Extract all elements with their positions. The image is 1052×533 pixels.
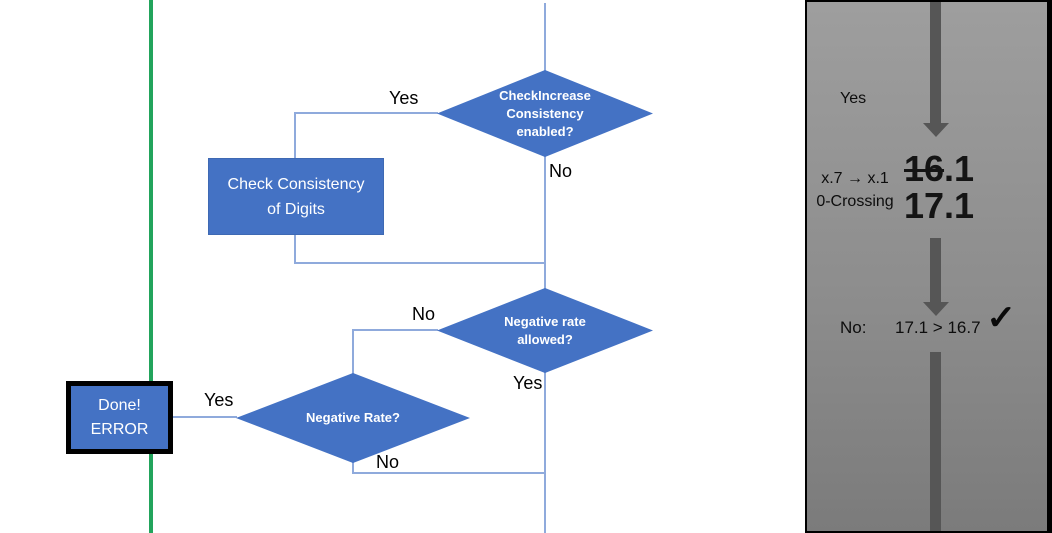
result-comparison-text: 17.1 > 16.7 xyxy=(895,318,981,337)
connector-negallowed-no-h xyxy=(352,329,438,331)
connector-negrate-no-h xyxy=(352,472,546,474)
edge-label-negallowed-yes: Yes xyxy=(513,373,543,393)
result-prefix-label: No: xyxy=(840,318,867,337)
rule-line-2: 0-Crossing xyxy=(816,193,894,210)
edge-label-negrate-yes: Yes xyxy=(204,390,234,410)
decision-negative-rate-allowed-label: Negative rate allowed? xyxy=(504,313,586,347)
edge-label-consistency-no: No xyxy=(549,161,573,181)
process-check-consistency-of-digits: Check Consistency of Digits xyxy=(208,158,384,235)
rule-line-1: x.7 → x.1 xyxy=(821,170,889,187)
decision-checkincrease-consistency-label: CheckIncrease Consistency enabled? xyxy=(499,87,591,139)
connector-negrate-yes-h xyxy=(171,416,237,418)
connector-check-return-h xyxy=(294,262,545,264)
decision-checkincrease-consistency: CheckIncrease Consistency enabled? xyxy=(437,70,653,157)
terminal-done-error: Done! ERROR xyxy=(66,381,173,454)
connector-consistency-yes-v xyxy=(294,112,296,158)
decision-negative-rate-allowed: Negative rate allowed? xyxy=(437,288,653,373)
value-new: 17.1 xyxy=(904,185,975,226)
value-correction: 16.1 17.1 xyxy=(904,150,974,224)
connector-negrate-no-v xyxy=(352,461,354,474)
down-arrow-1-head xyxy=(923,123,949,137)
connector-negallowed-no-v xyxy=(352,329,354,374)
value-old-struck: 16 xyxy=(904,148,945,189)
connector-check-return-v xyxy=(294,235,296,263)
connector-main-vertical xyxy=(544,3,546,533)
connector-consistency-yes-h xyxy=(294,112,438,114)
decision-negative-rate: Negative Rate? xyxy=(236,373,470,463)
value-old-rest: .1 xyxy=(944,148,975,189)
down-arrow-1-shaft xyxy=(930,2,941,123)
down-arrow-2-shaft xyxy=(930,238,941,302)
down-arrow-2-head xyxy=(923,302,949,316)
edge-label-consistency-yes: Yes xyxy=(389,88,419,108)
green-divider-line xyxy=(149,0,153,533)
annotation-panel: Yes x.7 → x.1 0-Crossing 16.1 17.1 No: 1… xyxy=(805,0,1052,533)
edge-label-negallowed-no: No xyxy=(412,304,436,324)
terminal-done-error-label: Done! ERROR xyxy=(90,396,149,438)
process-check-consistency-label: Check Consistency of Digits xyxy=(227,175,365,218)
checkmark-icon: ✓ xyxy=(986,299,1017,337)
decision-negative-rate-label: Negative Rate? xyxy=(306,410,400,425)
edge-label-negrate-no: No xyxy=(376,452,400,472)
down-arrow-3-shaft xyxy=(930,352,941,531)
rule-text: x.7 → x.1 0-Crossing xyxy=(809,167,901,213)
value-old: 16.1 xyxy=(904,150,974,187)
panel-yes-label: Yes xyxy=(840,90,867,107)
